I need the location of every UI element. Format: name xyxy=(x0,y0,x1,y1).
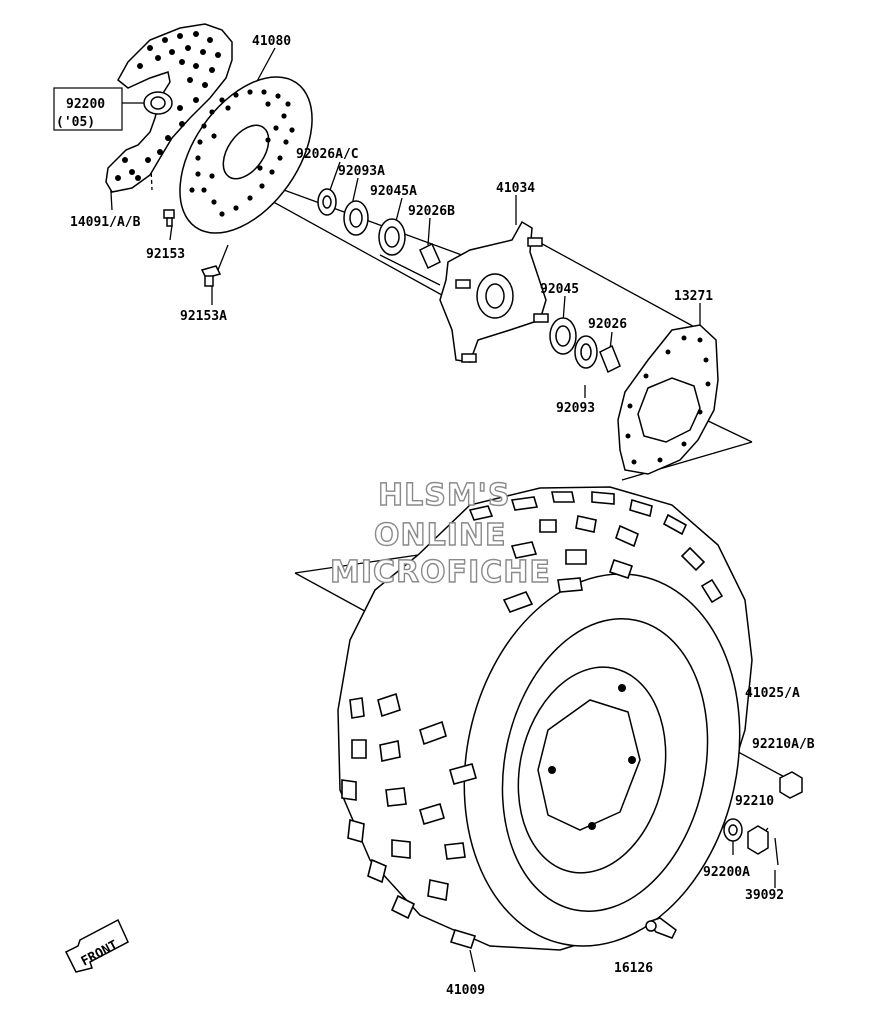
label-92093A: 92093A xyxy=(338,164,385,179)
label-92210: 92210 xyxy=(735,794,774,809)
seal-92093A xyxy=(343,200,369,236)
plate-13271 xyxy=(617,324,719,475)
cotter-pin-39092 xyxy=(774,837,779,866)
nut-92210AB xyxy=(779,771,803,799)
label-92200A: 92200A xyxy=(703,865,750,880)
label-92026B: 92026B xyxy=(408,204,455,219)
label-41034: 41034 xyxy=(496,181,535,196)
label-92200: 92200 xyxy=(66,97,105,112)
nut-92210 xyxy=(747,825,769,855)
seal-92093 xyxy=(574,335,598,369)
spacer-92026B xyxy=(419,242,441,270)
spacer-92026 xyxy=(599,344,621,374)
label-92210AB: 92210A/B xyxy=(752,737,815,752)
label-box-92200 xyxy=(53,87,123,131)
washer-92200A xyxy=(723,818,743,842)
label-41080: 41080 xyxy=(252,34,291,49)
bolt-92153 xyxy=(163,209,175,227)
label-92153: 92153 xyxy=(146,247,185,262)
label-92153A: 92153A xyxy=(180,309,227,324)
collar-92200 xyxy=(143,91,173,115)
bolt-92153A xyxy=(200,265,222,287)
brake-disc xyxy=(179,76,313,234)
bearing-92045A xyxy=(378,218,406,256)
watermark-line-3: MICROFICHE xyxy=(330,555,551,590)
hub-41034 xyxy=(439,220,549,363)
watermark-line-2: ONLINE xyxy=(374,518,507,553)
label-92093: 92093 xyxy=(556,401,595,416)
bearing-92045 xyxy=(549,317,577,355)
label-92045A: 92045A xyxy=(370,184,417,199)
label-14091: 14091/A/B xyxy=(70,215,141,230)
valve-16126 xyxy=(645,917,677,939)
watermark: HLSM'S ONLINE MICROFICHE xyxy=(329,477,551,590)
label-39092: 39092 xyxy=(745,888,784,903)
label-92045: 92045 xyxy=(540,282,579,297)
wheel-rim-41025A xyxy=(501,617,709,913)
label-16126: 16126 xyxy=(614,961,653,976)
front-arrow: FRONT xyxy=(64,918,129,973)
watermark-line-1: HLSM'S xyxy=(378,478,510,513)
label-92026: 92026 xyxy=(588,317,627,332)
spacer-92026AC xyxy=(317,188,337,216)
label-92026AC: 92026A/C xyxy=(296,147,359,162)
label-41025A: 41025/A xyxy=(745,686,800,701)
label-13271: 13271 xyxy=(674,289,713,304)
label-92200-note: ('05) xyxy=(56,115,95,130)
part-labels: 41080 92200 ('05) 14091/A/B 92153 92153A… xyxy=(53,34,815,998)
label-41009: 41009 xyxy=(446,983,485,998)
